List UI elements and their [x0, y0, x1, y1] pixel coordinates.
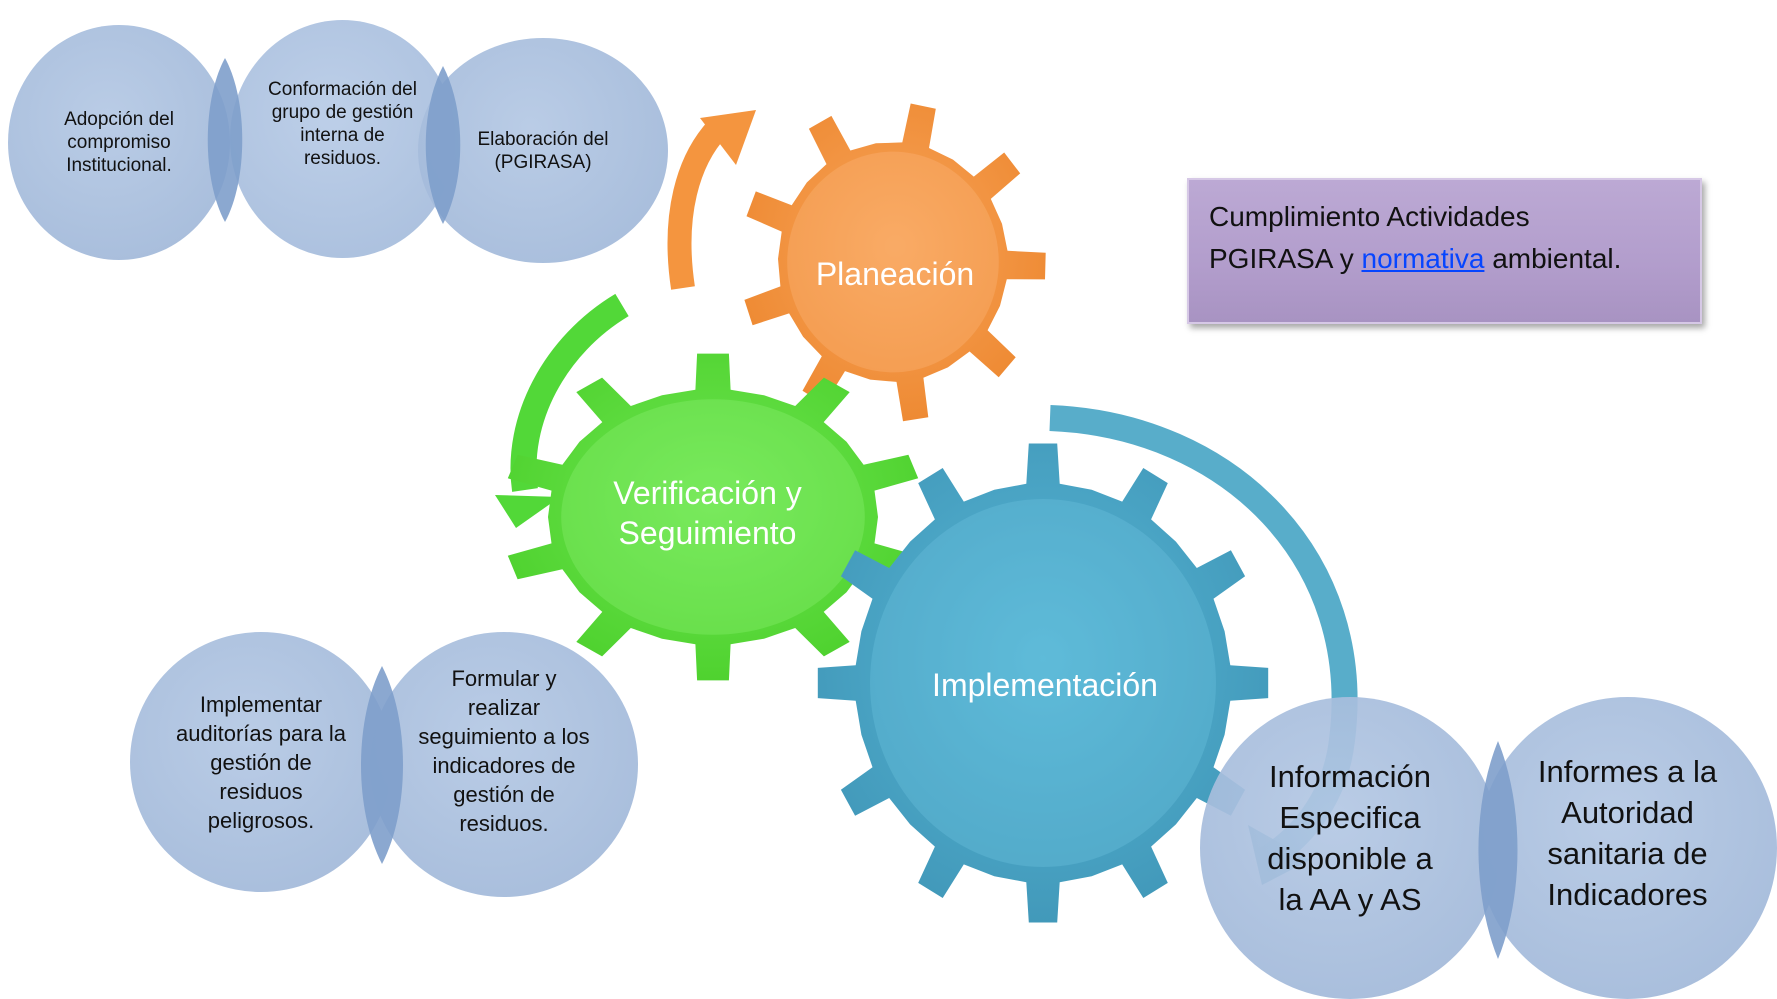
overlap-lens-3: [361, 666, 403, 864]
overlap-lens-4: [1478, 741, 1518, 959]
implementacion-gear: [817, 443, 1269, 923]
circle-indicadores: Formular y realizar seguimiento a los in…: [370, 632, 638, 897]
box-line-2: PGIRASA y normativa ambiental.: [1209, 238, 1680, 280]
verificacion-gear: [507, 353, 919, 681]
cumplimiento-box: Cumplimiento Actividades PGIRASA y norma…: [1187, 178, 1702, 324]
circle-informacion-text: Información Especifica disponible a la A…: [1267, 759, 1433, 917]
circle-informes-text: Informes a la Autoridad sanitaria de Ind…: [1537, 754, 1718, 912]
box-text-after-link: ambiental.: [1484, 243, 1622, 274]
gear-orange-shape: [744, 103, 1046, 422]
circle-adopcion: Adopción del compromiso Institucional.: [8, 25, 230, 260]
box-text-before-link: PGIRASA y: [1209, 243, 1362, 274]
planning-arrowhead: [700, 110, 756, 165]
circle-conformacion: Conformación del grupo de gestión intern…: [230, 20, 455, 258]
circle-conformacion-text: Conformación del grupo de gestión intern…: [268, 79, 417, 169]
verification-arrowhead: [495, 495, 560, 528]
overlap-lens-1: [207, 58, 243, 222]
circle-auditorias: Implementar auditorías para la gestión d…: [130, 632, 392, 892]
implementacion-label: Implementación: [932, 667, 1158, 703]
gear-blue-shape: [817, 443, 1269, 923]
gear-blue-highlight: [870, 499, 1216, 867]
circle-informacion: Información Especifica disponible a la A…: [1200, 697, 1500, 999]
box-line-1: Cumplimiento Actividades: [1209, 201, 1530, 232]
gear-green-highlight: [561, 399, 865, 635]
circle-informes: Informes a la Autoridad sanitaria de Ind…: [1478, 697, 1777, 999]
normativa-link[interactable]: normativa: [1361, 243, 1485, 274]
gear-green-shape: [507, 353, 919, 681]
gear-orange-highlight: [787, 151, 999, 373]
circle-elaboracion-text: Elaboración del (PGIRASA): [477, 128, 609, 173]
circle-indicadores-text: Formular y realizar seguimiento a los in…: [418, 665, 590, 836]
overlap-lens-2: [425, 66, 461, 224]
planeacion-gear: [744, 103, 1046, 422]
circle-adopcion-text: Adopción del compromiso Institucional.: [64, 109, 174, 176]
planeacion-label: Planeación: [815, 256, 975, 292]
verificacion-label: Verificación y Seguimiento: [613, 475, 802, 551]
planning-arrow: [667, 119, 728, 290]
circle-auditorias-text: Implementar auditorías para la gestión d…: [176, 691, 346, 833]
